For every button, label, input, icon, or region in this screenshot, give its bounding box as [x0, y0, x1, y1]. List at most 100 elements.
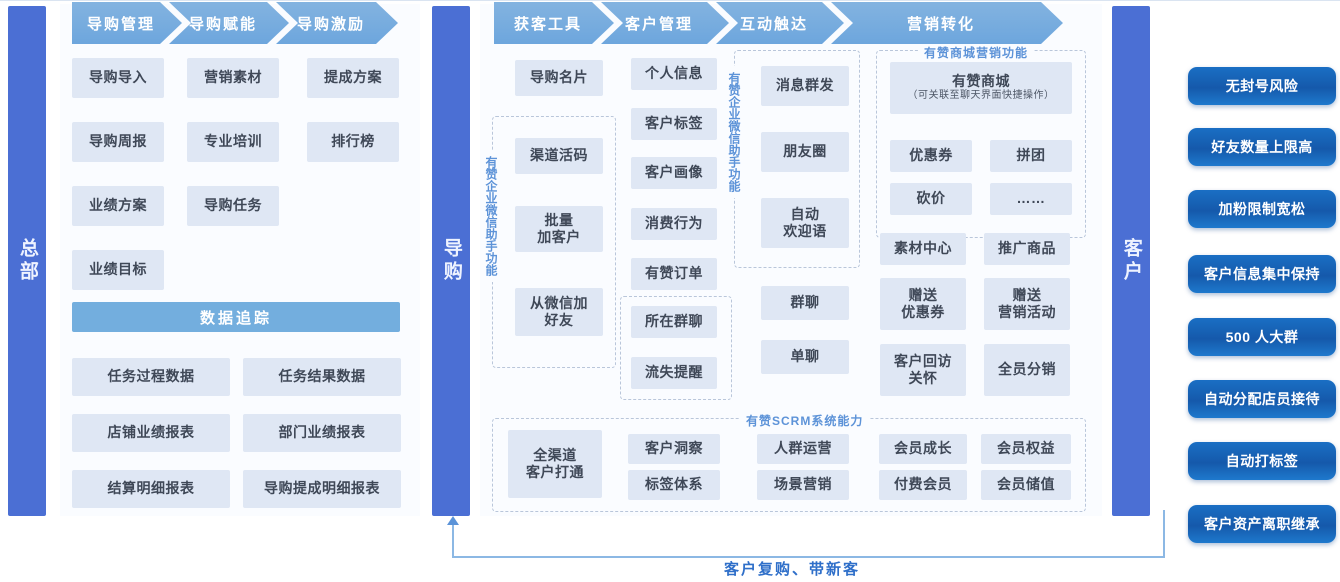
guide-cell-youzan-order[interactable]: 有赞订单	[631, 258, 717, 290]
advantage-pill-8[interactable]: 客户资产离职继承	[1188, 505, 1336, 543]
crm-cell-customer-insight[interactable]: 客户洞察	[628, 434, 720, 464]
chevron-customer-management[interactable]: 客户管理	[601, 2, 729, 44]
advantage-pill-3[interactable]: 加粉限制宽松	[1188, 190, 1336, 228]
crm-cell-omnichannel[interactable]: 全渠道 客户打通	[508, 430, 602, 498]
hq-cell-pro-training[interactable]: 专业培训	[187, 122, 279, 162]
role-label-guide: 导购	[440, 238, 462, 284]
guide-cell-youzan-mall[interactable]: 有赞商城 （可关联至聊天界面快捷操作）	[890, 62, 1072, 114]
guide-cell-group-chat[interactable]: 群聊	[761, 286, 849, 320]
crm-cell-member-growth[interactable]: 会员成长	[879, 434, 967, 464]
advantage-pill-7[interactable]: 自动打标签	[1188, 442, 1336, 480]
guide-cell-moments[interactable]: 朋友圈	[761, 132, 849, 172]
chevron-label: 导购管理	[86, 15, 155, 33]
headquarters-stage-chevrons: 导购管理 导购赋能 导购激励	[72, 2, 385, 44]
loop-line-left	[452, 525, 454, 557]
cell-label: 赠送 营销活动	[998, 286, 1056, 320]
hq-cell-guide-weekly[interactable]: 导购周报	[72, 122, 164, 162]
cell-label: 导购名片	[530, 69, 588, 86]
cell-label: 专业培训	[204, 133, 262, 150]
guide-cell-all-staff-distribution[interactable]: 全员分销	[984, 344, 1070, 396]
hq-cell-marketing-assets[interactable]: 营销素材	[187, 58, 279, 98]
guide-cell-gift-coupon[interactable]: 赠送 优惠券	[880, 278, 966, 330]
chevron-guide-management[interactable]: 导购管理	[72, 2, 182, 44]
guide-cell-customer-profile[interactable]: 客户画像	[631, 157, 717, 189]
chevron-label: 互动触达	[739, 15, 808, 33]
guide-cell-bargain[interactable]: 砍价	[890, 183, 972, 215]
pill-label: 加粉限制宽松	[1218, 201, 1306, 217]
hq-cell-perf-plan[interactable]: 业绩方案	[72, 186, 164, 226]
hq-report-task-result[interactable]: 任务结果数据	[243, 358, 401, 396]
hq-cell-perf-target[interactable]: 业绩目标	[72, 250, 164, 290]
pill-label: 自动分配店员接待	[1204, 391, 1320, 407]
top-divider	[0, 0, 1340, 1]
crm-cell-scenario-marketing[interactable]: 场景营销	[757, 470, 849, 500]
hq-cell-guide-task[interactable]: 导购任务	[187, 186, 279, 226]
loop-line-bottom	[452, 556, 1165, 558]
guide-cell-bulk-add[interactable]: 批量 加客户	[515, 206, 603, 252]
crm-cell-audience-ops[interactable]: 人群运营	[757, 434, 849, 464]
advantage-pill-5[interactable]: 500 人大群	[1188, 318, 1336, 356]
group-label-youzan-scrm: 有赞SCRM系统能力	[740, 412, 870, 429]
chevron-acquisition-tools[interactable]: 获客工具	[494, 2, 614, 44]
cell-label: 单聊	[790, 348, 820, 365]
hq-report-store-perf[interactable]: 店铺业绩报表	[72, 414, 230, 452]
guide-cell-customer-tag[interactable]: 客户标签	[631, 108, 717, 140]
guide-cell-in-group-chat[interactable]: 所在群聊	[631, 306, 717, 338]
cell-label: 付费会员	[894, 476, 952, 493]
cell-label: 标签体系	[645, 476, 703, 493]
role-label-customer: 客户	[1120, 238, 1142, 284]
cell-label: 赠送 优惠券	[901, 286, 945, 320]
guide-cell-customer-revisit[interactable]: 客户回访 关怀	[880, 344, 966, 396]
cell-label: 客户画像	[645, 164, 703, 181]
guide-cell-promote-product[interactable]: 推广商品	[984, 233, 1070, 265]
guide-cell-material-center[interactable]: 素材中心	[880, 233, 966, 265]
advantage-pill-4[interactable]: 客户信息集中保持	[1188, 255, 1336, 293]
guide-cell-purchase-behavior[interactable]: 消费行为	[631, 208, 717, 240]
hq-cell-leaderboard[interactable]: 排行榜	[307, 122, 399, 162]
hq-report-commission-detail[interactable]: 导购提成明细报表	[243, 470, 401, 508]
crm-cell-member-balance[interactable]: 会员储值	[981, 470, 1071, 500]
guide-cell-more[interactable]: ……	[990, 183, 1072, 215]
guide-cell-single-chat[interactable]: 单聊	[761, 340, 849, 374]
crm-cell-member-benefit[interactable]: 会员权益	[981, 434, 1071, 464]
cell-label: ……	[1016, 190, 1046, 207]
chevron-guide-incentive[interactable]: 导购激励	[276, 2, 398, 44]
guide-cell-groupbuy[interactable]: 拼团	[990, 140, 1072, 172]
cell-label: 客户回访 关怀	[894, 352, 952, 386]
cell-label: 客户洞察	[645, 440, 703, 457]
role-bar-customer: 客户	[1112, 6, 1150, 516]
guide-cell-auto-welcome[interactable]: 自动 欢迎语	[761, 198, 849, 248]
cell-label: 客户标签	[645, 115, 703, 132]
cell-label: 会员权益	[997, 440, 1055, 457]
guide-cell-business-card[interactable]: 导购名片	[515, 60, 603, 96]
hq-cell-commission-plan[interactable]: 提成方案	[307, 58, 399, 98]
hq-report-dept-perf[interactable]: 部门业绩报表	[243, 414, 401, 452]
chevron-interactive-reach[interactable]: 互动触达	[716, 2, 844, 44]
crm-cell-tag-system[interactable]: 标签体系	[628, 470, 720, 500]
group-label-youzan-mall-marketing: 有赞商城营销功能	[918, 44, 1035, 61]
guide-cell-bulk-message[interactable]: 消息群发	[761, 66, 849, 106]
cell-label: 消费行为	[645, 215, 703, 232]
chevron-marketing-conversion[interactable]: 营销转化	[831, 2, 1063, 44]
banner-label: 数据追踪	[199, 309, 272, 327]
cell-label: 砍价	[916, 190, 946, 207]
hq-report-task-process[interactable]: 任务过程数据	[72, 358, 230, 396]
cell-label: 个人信息	[645, 65, 703, 82]
chevron-label: 导购赋能	[188, 15, 257, 33]
advantage-pill-6[interactable]: 自动分配店员接待	[1188, 380, 1336, 418]
guide-cell-coupon[interactable]: 优惠券	[890, 140, 972, 172]
chevron-guide-enablement[interactable]: 导购赋能	[169, 2, 289, 44]
guide-cell-personal-info[interactable]: 个人信息	[631, 58, 717, 90]
advantage-pill-2[interactable]: 好友数量上限高	[1188, 128, 1336, 166]
guide-cell-channel-qr[interactable]: 渠道活码	[515, 138, 603, 174]
advantage-pill-1[interactable]: 无封号风险	[1188, 67, 1336, 105]
role-bar-guide: 导购	[432, 6, 470, 516]
hq-report-settlement-detail[interactable]: 结算明细报表	[72, 470, 230, 508]
guide-cell-add-from-wechat[interactable]: 从微信加 好友	[515, 288, 603, 336]
crm-cell-paid-member[interactable]: 付费会员	[879, 470, 967, 500]
hq-cell-guide-import[interactable]: 导购导入	[72, 58, 164, 98]
guide-cell-gift-campaign[interactable]: 赠送 营销活动	[984, 278, 1070, 330]
pill-label: 客户资产离职继承	[1204, 516, 1320, 532]
loop-arrow-icon	[447, 516, 459, 525]
guide-cell-churn-alert[interactable]: 流失提醒	[631, 357, 717, 389]
